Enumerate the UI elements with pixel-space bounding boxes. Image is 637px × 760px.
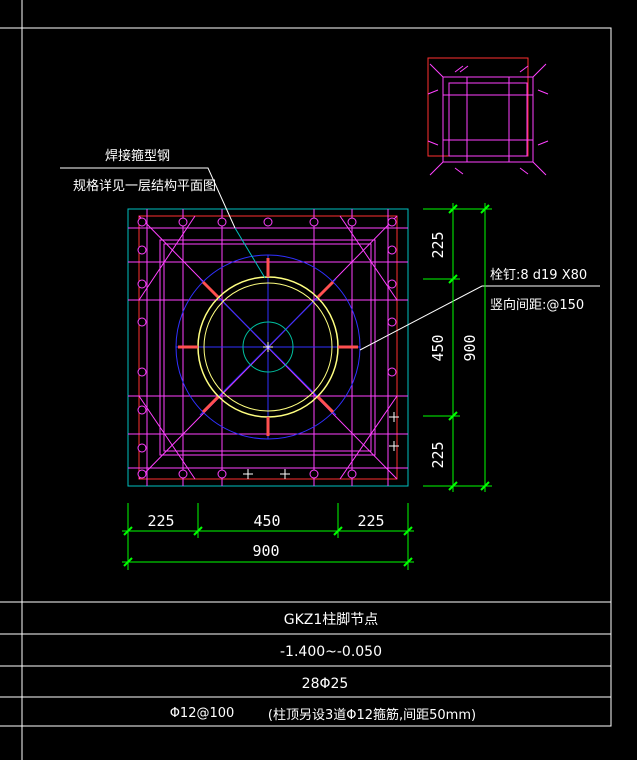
dim-right-middle: 450 (429, 334, 447, 361)
dim-right-bottom: 225 (429, 441, 447, 468)
dim-bottom-middle: 450 (253, 512, 280, 530)
dim-bottom-right: 225 (357, 512, 384, 530)
concrete-outline (127, 208, 409, 487)
dim-bottom-left: 225 (147, 512, 174, 530)
dim-bottom-total: 900 (252, 542, 279, 560)
weld-annotation-line1: 焊接箍型钢 (105, 148, 170, 164)
outer-red-frame (138, 215, 398, 480)
stirrup-detail-diagram (427, 57, 549, 176)
steel-tube-inner (203, 282, 333, 412)
column-base-plan (127, 208, 409, 487)
dimension-lines (122, 203, 492, 570)
leader-lines (60, 167, 600, 351)
table-stirrup: Φ12@100 (170, 706, 235, 721)
stud-annotation-line2: 竖向间距:@150 (490, 297, 584, 313)
table-title: GKZ1柱脚节点 (284, 612, 379, 628)
dim-right-top: 225 (429, 231, 447, 258)
stud-annotation-line1: 栓钉:8 d19 X80 (490, 268, 587, 283)
table-stirrup-note: (柱顶另设3道Φ12箍筋,间距50mm) (268, 707, 476, 723)
weld-annotation-line2: 规格详见一层结构平面图 (73, 178, 216, 194)
dim-right-total: 900 (461, 334, 479, 361)
core-circle (242, 321, 294, 373)
drawing-frame (0, 0, 612, 760)
table-elevation: -1.400~-0.050 (280, 644, 382, 660)
table-main-rebar: 28Φ25 (302, 676, 349, 692)
inner-frame (159, 239, 376, 456)
